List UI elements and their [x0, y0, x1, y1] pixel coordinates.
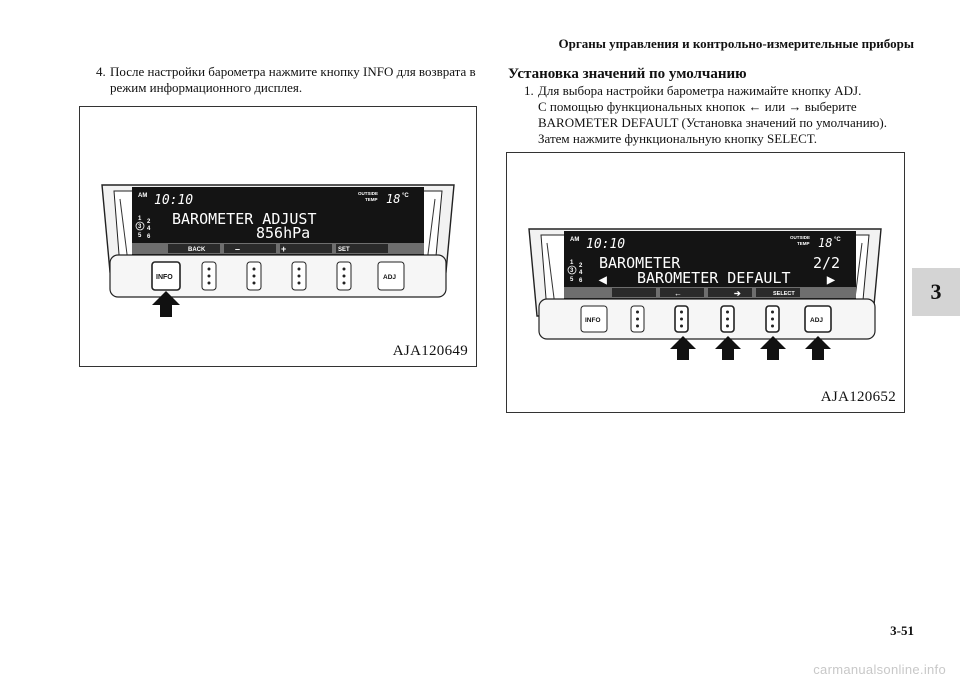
figure-barometer-default: AM 10:10 OUTSIDE TEMP 18 °C 1 3 5 2 4 6 … [506, 152, 905, 413]
gear-selected-ring [135, 221, 145, 231]
step-line: Затем нажмите функциональную кнопку SELE… [538, 131, 817, 146]
gear-5: 5 [570, 277, 574, 283]
step-line: BAROMETER DEFAULT (Установка значений по… [538, 115, 887, 130]
step-line: Для выбора настройки барометра нажимайте… [538, 83, 862, 98]
outside-label: OUTSIDE [358, 191, 378, 196]
gear-5: 5 [138, 233, 142, 239]
function-button-4[interactable] [336, 261, 352, 291]
adj-button-label: ADJ [810, 317, 823, 324]
lcd-right-arrow-icon: ▶ [826, 275, 836, 286]
gear-2: 2 [147, 219, 151, 225]
softkey-right [708, 288, 752, 297]
pointer-arrow-icon [760, 336, 786, 360]
function-button-4[interactable] [765, 305, 780, 333]
gear-2: 2 [579, 263, 583, 269]
gear-selected-ring [567, 265, 577, 275]
function-button-1[interactable] [201, 261, 217, 291]
running-head: Органы управления и контрольно-измерител… [558, 36, 914, 51]
softkey-minus [224, 244, 276, 253]
lcd-left-arrow-icon: ◀ [598, 275, 607, 286]
softkey-select-label: SELECT [773, 291, 795, 297]
softkey-plus [280, 244, 332, 253]
gear-4: 4 [579, 270, 583, 276]
lcd-line-2: BAROMETER DEFAULT [637, 269, 791, 287]
step-number: 1. [524, 83, 534, 98]
step-text: После настройки барометра нажмите кнопку… [110, 64, 476, 95]
outside-label: OUTSIDE [790, 235, 810, 240]
watermark: carmanualsonline.info [813, 662, 946, 677]
pointer-arrow-icon [715, 336, 741, 360]
figure-code: AJA120649 [392, 343, 468, 359]
chapter-tab[interactable]: 3 [912, 268, 960, 316]
figure-barometer-adjust: AM 10:10 OUTSIDE TEMP 18 °C 1 3 5 2 4 6 … [79, 106, 477, 367]
figure-code: AJA120652 [820, 389, 896, 405]
step-1-paragraph: 1. Для выбора настройки барометра нажима… [524, 83, 914, 147]
lcd-line-1: BAROMETER ADJUST [172, 210, 317, 228]
adj-button[interactable] [804, 305, 832, 333]
gear-4: 4 [147, 226, 151, 232]
info-button-label: INFO [156, 274, 173, 281]
temp-label: TEMP [797, 241, 810, 246]
button-bar [538, 298, 876, 340]
am-indicator: AM [570, 237, 579, 243]
outside-temperature: 18 [818, 236, 832, 250]
softkey-right-arrow-icon: ➔ [734, 289, 741, 298]
temp-label: TEMP [365, 197, 378, 202]
function-button-2[interactable] [674, 305, 689, 333]
gear-1: 1 [138, 216, 142, 222]
lcd-page-indicator: 2/2 [813, 254, 840, 272]
gear-6: 6 [147, 234, 151, 240]
softkey-set-label: SET [338, 247, 350, 253]
gear-6: 6 [579, 278, 583, 284]
page-number: 3-51 [890, 623, 914, 638]
section-heading: Установка значений по умолчанию [508, 66, 747, 82]
softkey-left [660, 288, 704, 297]
softkey-select [756, 288, 800, 297]
clock: 10:10 [154, 193, 193, 208]
instrument-panel-illustration: AM 10:10 OUTSIDE TEMP 18 °C 1 3 5 2 4 6 … [101, 184, 455, 317]
function-button-3[interactable] [720, 305, 735, 333]
info-button[interactable] [151, 261, 181, 291]
temperature-unit: °C [834, 237, 841, 243]
temperature-unit: °C [402, 193, 409, 199]
instrument-panel-illustration: AM 10:10 OUTSIDE TEMP 18 °C 1 3 5 2 4 6 … [528, 228, 882, 360]
adj-button-label: ADJ [383, 274, 396, 281]
info-button[interactable] [580, 305, 608, 333]
adj-button[interactable] [377, 261, 405, 291]
function-button-2[interactable] [246, 261, 262, 291]
pointer-arrow-icon [670, 336, 696, 360]
softkey-set [336, 244, 388, 253]
softkey-left-arrow-icon: ← [674, 289, 682, 298]
clock: 10:10 [586, 237, 625, 252]
am-indicator: AM [138, 193, 147, 199]
pointer-arrow-icon [152, 291, 180, 317]
softkey-plus-label: + [281, 244, 286, 254]
function-button-1[interactable] [630, 305, 645, 333]
softkey-strip [132, 243, 424, 254]
step-4-paragraph: 4. После настройки барометра нажмите кно… [96, 64, 488, 96]
pointer-arrow-icon [805, 336, 831, 360]
button-bar [109, 254, 447, 298]
gear-1: 1 [570, 260, 574, 266]
step-text: Для выбора настройки барометра нажимайте… [538, 83, 914, 147]
softkey-empty [612, 288, 656, 297]
function-button-3[interactable] [291, 261, 307, 291]
gear-3: 3 [138, 224, 142, 230]
lcd-line-1: BAROMETER [599, 254, 681, 272]
step-number: 4. [96, 64, 106, 79]
softkey-back [168, 244, 220, 253]
step-line: С помощью функциональных кнопок ← или → … [538, 99, 857, 114]
outside-temperature: 18 [386, 192, 400, 206]
info-button-label: INFO [585, 317, 601, 324]
gear-3: 3 [570, 268, 574, 274]
lcd-line-2: 856hPa [256, 224, 310, 242]
softkey-back-label: BACK [188, 247, 206, 253]
softkey-minus-label: – [235, 244, 240, 254]
